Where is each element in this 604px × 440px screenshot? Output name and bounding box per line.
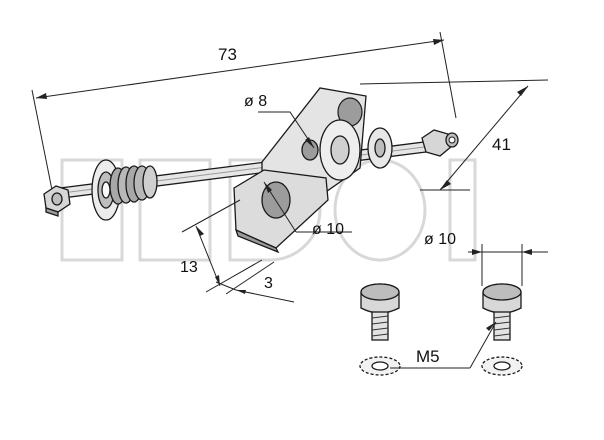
lock-washer-left <box>359 356 401 376</box>
dimension-plate-thickness: 3 <box>215 261 295 303</box>
bolt-left <box>360 283 400 341</box>
left-spring <box>109 165 158 205</box>
dimension-height: 41 <box>359 79 549 191</box>
callout-large-hole: ø 10 <box>263 181 352 238</box>
label-thread: M5 <box>416 347 440 366</box>
label-small-hole: ø 8 <box>244 93 267 110</box>
label-bolt-head: ø 10 <box>424 231 456 248</box>
right-hex-nut <box>421 129 459 157</box>
dimension-bolt-head: ø 10 <box>424 231 548 286</box>
callout-thread: M5 <box>390 321 497 369</box>
label-height: 41 <box>492 135 511 154</box>
dimension-plate-width: 13 <box>180 199 263 293</box>
label-plate-thickness: 3 <box>264 275 273 292</box>
callout-small-hole: ø 8 <box>244 93 315 149</box>
label-large-hole: ø 10 <box>312 221 344 238</box>
left-hex-nut <box>43 185 71 217</box>
bolt-right <box>482 283 522 341</box>
right-washer-stack <box>319 119 393 181</box>
dimension-overall-length: 73 <box>31 31 457 191</box>
lock-washer-right <box>481 356 523 376</box>
label-plate-width: 13 <box>180 259 198 276</box>
label-overall-length: 73 <box>218 45 237 64</box>
